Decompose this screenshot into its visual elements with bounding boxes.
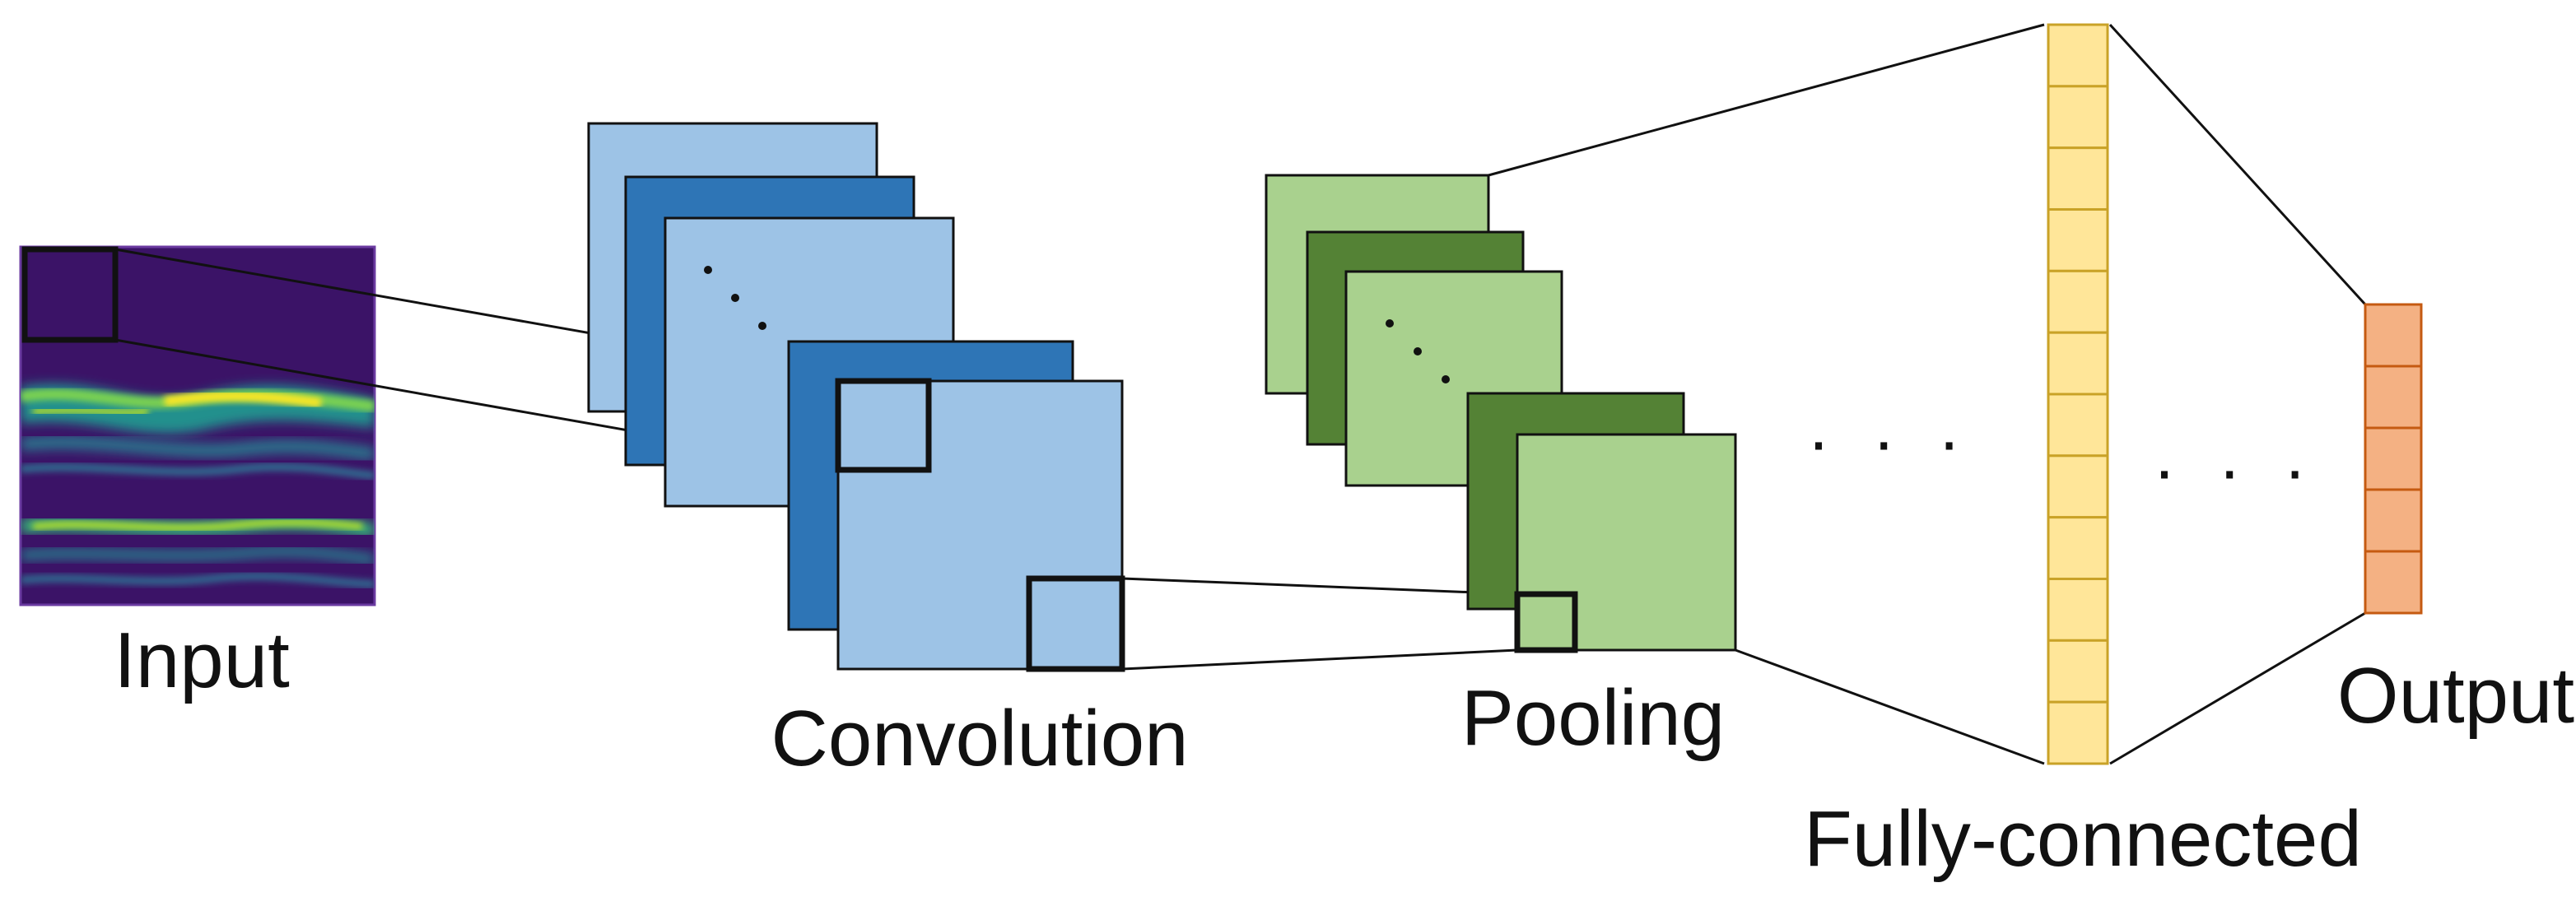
conv-stack-ellipsis xyxy=(704,266,766,330)
fully-connected-label: Fully-connected xyxy=(1804,795,2362,883)
input-label: Input xyxy=(114,616,290,704)
pool-window xyxy=(1514,591,1578,653)
connector-line xyxy=(2109,611,2366,765)
connector-line xyxy=(1121,648,1518,671)
output-cell xyxy=(2364,303,2423,368)
pooling-feature-maps xyxy=(1265,174,1737,653)
input-spectrogram xyxy=(19,245,376,606)
connector-line xyxy=(1121,577,1518,596)
fc-cell xyxy=(2047,208,2109,272)
fc-cell xyxy=(2047,331,2109,396)
pool-to-fc-ellipsis: · · · xyxy=(1807,402,1973,480)
output-label: Output xyxy=(2337,652,2574,740)
pool-stack-ellipsis xyxy=(1386,319,1450,383)
fc-cell xyxy=(2047,146,2109,211)
output-layer xyxy=(2364,303,2423,615)
output-cell xyxy=(2364,488,2423,553)
fc-cell xyxy=(2047,23,2109,88)
fc-cell xyxy=(2047,639,2109,704)
convolution-label: Convolution xyxy=(771,695,1189,783)
fc-cell xyxy=(2047,85,2109,150)
fc-cell xyxy=(2047,393,2109,458)
input-receptive-field-window xyxy=(21,246,119,343)
fc-to-output-ellipsis: · · · xyxy=(2153,431,2318,509)
fc-cell xyxy=(2047,269,2109,334)
pooling-label: Pooling xyxy=(1461,674,1725,762)
fc-cell xyxy=(2047,454,2109,519)
conv-map-front xyxy=(836,379,1124,671)
conv-kernel-window xyxy=(835,378,932,473)
output-cell xyxy=(2364,426,2423,491)
output-cell xyxy=(2364,365,2423,430)
output-cell xyxy=(2364,550,2423,615)
connector-line xyxy=(1488,23,2045,177)
connector-line xyxy=(1735,648,2045,765)
fc-cell xyxy=(2047,578,2109,642)
fc-cell xyxy=(2047,516,2109,581)
fully-connected-layer xyxy=(2047,23,2109,765)
convolution-feature-maps xyxy=(587,122,1125,672)
connector-line xyxy=(2108,23,2367,306)
conv-pooling-window xyxy=(1026,575,1125,672)
fc-cell xyxy=(2047,700,2109,765)
pool-map-front xyxy=(1516,433,1737,652)
